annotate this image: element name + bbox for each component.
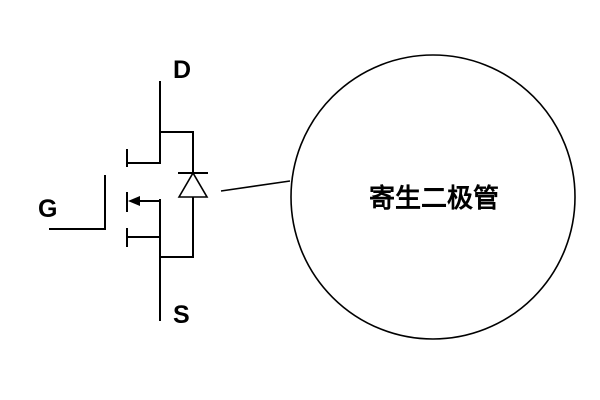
drain-terminal-label: D (173, 56, 191, 84)
body-arrow-icon (128, 196, 140, 206)
gate-electrode (49, 175, 106, 230)
callout-circle (290, 54, 576, 340)
source-terminal-label: S (173, 301, 190, 329)
gate-terminal-label: G (38, 195, 57, 223)
diode-triangle-icon (177, 171, 209, 198)
drain-diode-connection (159, 131, 194, 174)
parasitic-diode-label: 寄生二极管 (369, 183, 499, 214)
callout-leader-line (220, 180, 291, 192)
source-diode-connection (159, 197, 194, 258)
